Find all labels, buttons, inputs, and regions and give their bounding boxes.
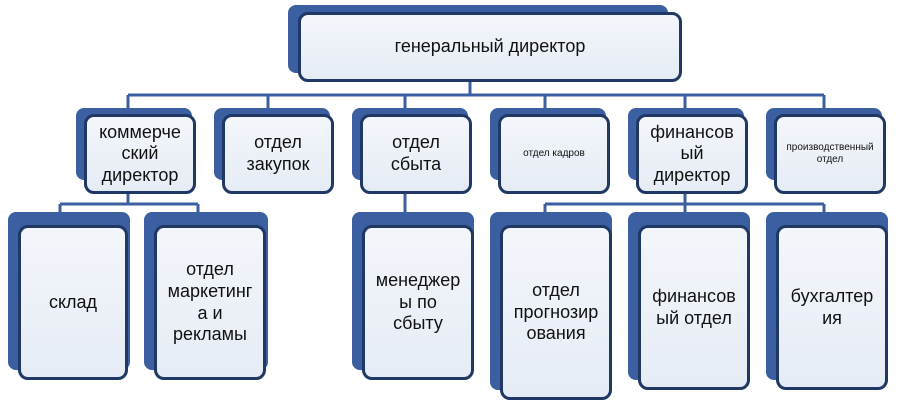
node-purchasing-dept-label: отдел закупок xyxy=(246,132,310,174)
node-financial-director-label: финансов ый директор xyxy=(650,121,734,185)
node-warehouse-label: склад xyxy=(48,291,98,312)
node-finance-dept-label: финансов ый отдел xyxy=(652,285,736,328)
node-sales-dept-label: отдел сбыта xyxy=(390,132,442,174)
node-production-dept-label: производственный отдел xyxy=(786,142,874,165)
node-forecasting-dept-label: отдел прогнозир ования xyxy=(513,280,599,344)
node-general-director-label: генеральный директор xyxy=(394,36,586,57)
node-hr-dept-label: отдел кадров xyxy=(523,148,585,159)
node-commercial-director-label: коммерче ский директор xyxy=(99,121,181,185)
node-accounting-label: бухгалтер ия xyxy=(790,285,874,328)
node-sales-managers-label: менеджер ы по сбыту xyxy=(375,270,461,334)
node-marketing-dept-label: отдел маркетинг а и рекламы xyxy=(167,259,253,345)
